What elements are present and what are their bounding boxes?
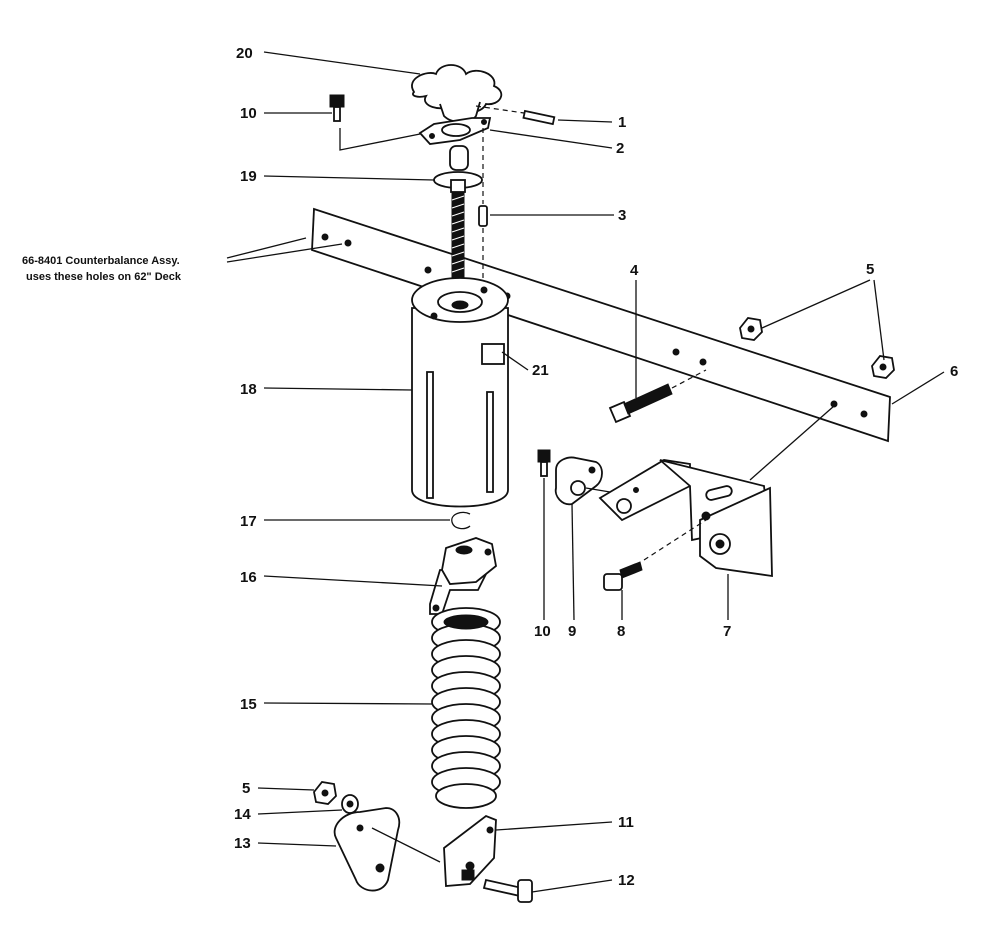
- carriage-bolt-4-part: [608, 369, 707, 424]
- spring-hanger-part: [429, 537, 497, 615]
- note-line-2: uses these holes on 62" Deck: [26, 271, 182, 283]
- callout-20: 20: [236, 45, 253, 62]
- callout-16: 16: [240, 569, 257, 586]
- counterbalance-note: 66-8401 Counterbalance Assy. uses these …: [22, 255, 182, 283]
- callout-15: 15: [240, 696, 257, 713]
- screw-10-lower-part: [537, 449, 551, 477]
- callout-17: 17: [240, 513, 257, 530]
- plate-13-part: [333, 807, 441, 892]
- mounting-bar-part: [311, 207, 891, 443]
- e-clip-part: [451, 511, 471, 530]
- callout-14: 14: [234, 806, 251, 823]
- threaded-rod-part: [433, 145, 483, 285]
- offset-bracket-part: [598, 405, 835, 578]
- plate-part: [418, 117, 492, 145]
- bolt-top-part: [329, 94, 421, 151]
- callout-4: 4: [630, 262, 639, 279]
- knob-part: [411, 64, 503, 123]
- callout-2: 2: [616, 140, 624, 157]
- callout-5-lower: 5: [242, 780, 250, 797]
- callout-18: 18: [240, 381, 257, 398]
- callout-19: 19: [240, 168, 257, 185]
- callout-21: 21: [532, 362, 549, 379]
- callout-8: 8: [617, 623, 625, 640]
- callout-10-lower: 10: [534, 623, 551, 640]
- callout-7: 7: [723, 623, 731, 640]
- housing-part: [411, 277, 509, 508]
- leader-lines: [226, 51, 945, 893]
- lower-bracket-part: [443, 814, 497, 887]
- note-line-1: 66-8401 Counterbalance Assy.: [22, 255, 180, 267]
- nut-5-upper-part: [739, 317, 895, 379]
- callout-3: 3: [618, 207, 626, 224]
- washer-14-part: [341, 794, 359, 814]
- callout-5-upper: 5: [866, 261, 874, 278]
- roll-pin-part: [478, 128, 488, 290]
- pivot-plate-part: [554, 456, 611, 506]
- spring-part: [431, 607, 501, 809]
- callout-11: 11: [618, 814, 634, 831]
- callout-9: 9: [568, 623, 576, 640]
- bolt-12-part: [482, 878, 533, 903]
- callout-6: 6: [950, 363, 958, 380]
- callout-10-top: 10: [240, 105, 257, 122]
- callout-1: 1: [618, 114, 626, 131]
- callout-labels: 20 10 1 2 19 3 4 5 6 18 21 17 16 10 9 8 …: [234, 45, 958, 889]
- bolt-8-part: [603, 519, 707, 591]
- pin-part: [475, 105, 556, 126]
- nut-5-lower-part: [313, 781, 337, 805]
- callout-12: 12: [618, 872, 635, 889]
- callout-13: 13: [234, 835, 251, 852]
